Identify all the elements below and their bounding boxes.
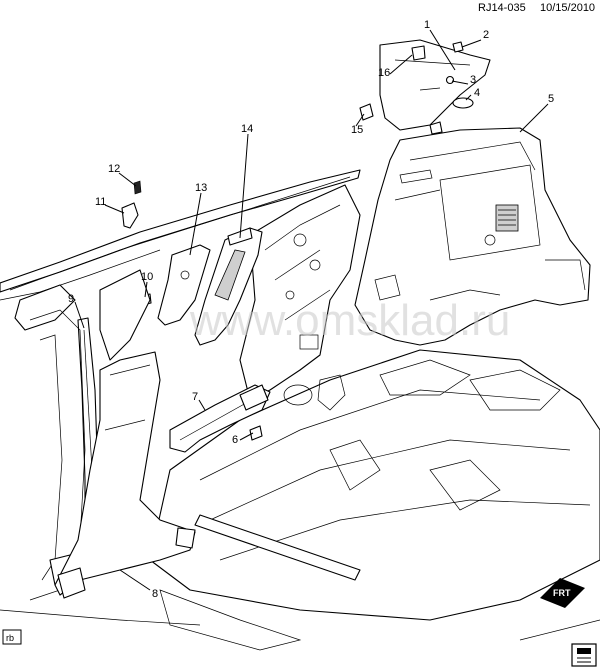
book-icon: [571, 643, 597, 667]
pillar-trim-14: [194, 227, 263, 346]
callouts: 1 2 3 4 5 6 7 8 9 10 11 12 13 14 15 16: [68, 19, 554, 600]
drawing-id: RJ14-035: [478, 2, 526, 14]
callout-3: 3: [470, 74, 476, 86]
callout-6: 6: [232, 434, 238, 446]
callout-11: 11: [95, 196, 106, 208]
front-arrow-icon: [540, 578, 585, 608]
callout-5: 5: [548, 93, 554, 105]
fastener-2: [452, 41, 464, 53]
front-indicator: FRT: [540, 578, 585, 608]
bracket-11: [121, 202, 139, 229]
sill-trim-7: [169, 384, 271, 453]
pillar-trim-13: [157, 244, 211, 326]
body-side-inner: [239, 184, 361, 401]
callout-16: 16: [378, 67, 390, 79]
watermark: www.omsklad.ru: [189, 296, 510, 345]
callout-8: 8: [152, 588, 158, 600]
callout-1: 1: [424, 19, 430, 31]
cargo-floor: [149, 349, 600, 651]
roof-rail: [0, 169, 361, 331]
front-label: FRT: [553, 588, 571, 598]
quarter-trim-panel: [354, 121, 591, 346]
upper-quarter-trim: [379, 39, 491, 131]
callout-12: 12: [108, 163, 120, 175]
callout-7: 7: [192, 391, 198, 403]
callout-4: 4: [474, 87, 480, 99]
callout-2: 2: [483, 29, 489, 41]
drawing-date: 10/15/2010: [540, 2, 595, 14]
callout-13: 13: [195, 182, 207, 194]
screw-12: [133, 180, 142, 195]
callout-9: 9: [68, 293, 74, 305]
corner-badge: rb: [2, 629, 22, 645]
callout-14: 14: [241, 123, 253, 135]
fastener-3: [445, 75, 455, 85]
leader-lines: [74, 29, 549, 591]
callout-10: 10: [141, 271, 153, 283]
lower-pillar-trim-8: [54, 351, 196, 599]
clip-6: [249, 425, 263, 441]
callout-15: 15: [351, 124, 363, 136]
corner-badge-label: rb: [6, 633, 14, 643]
